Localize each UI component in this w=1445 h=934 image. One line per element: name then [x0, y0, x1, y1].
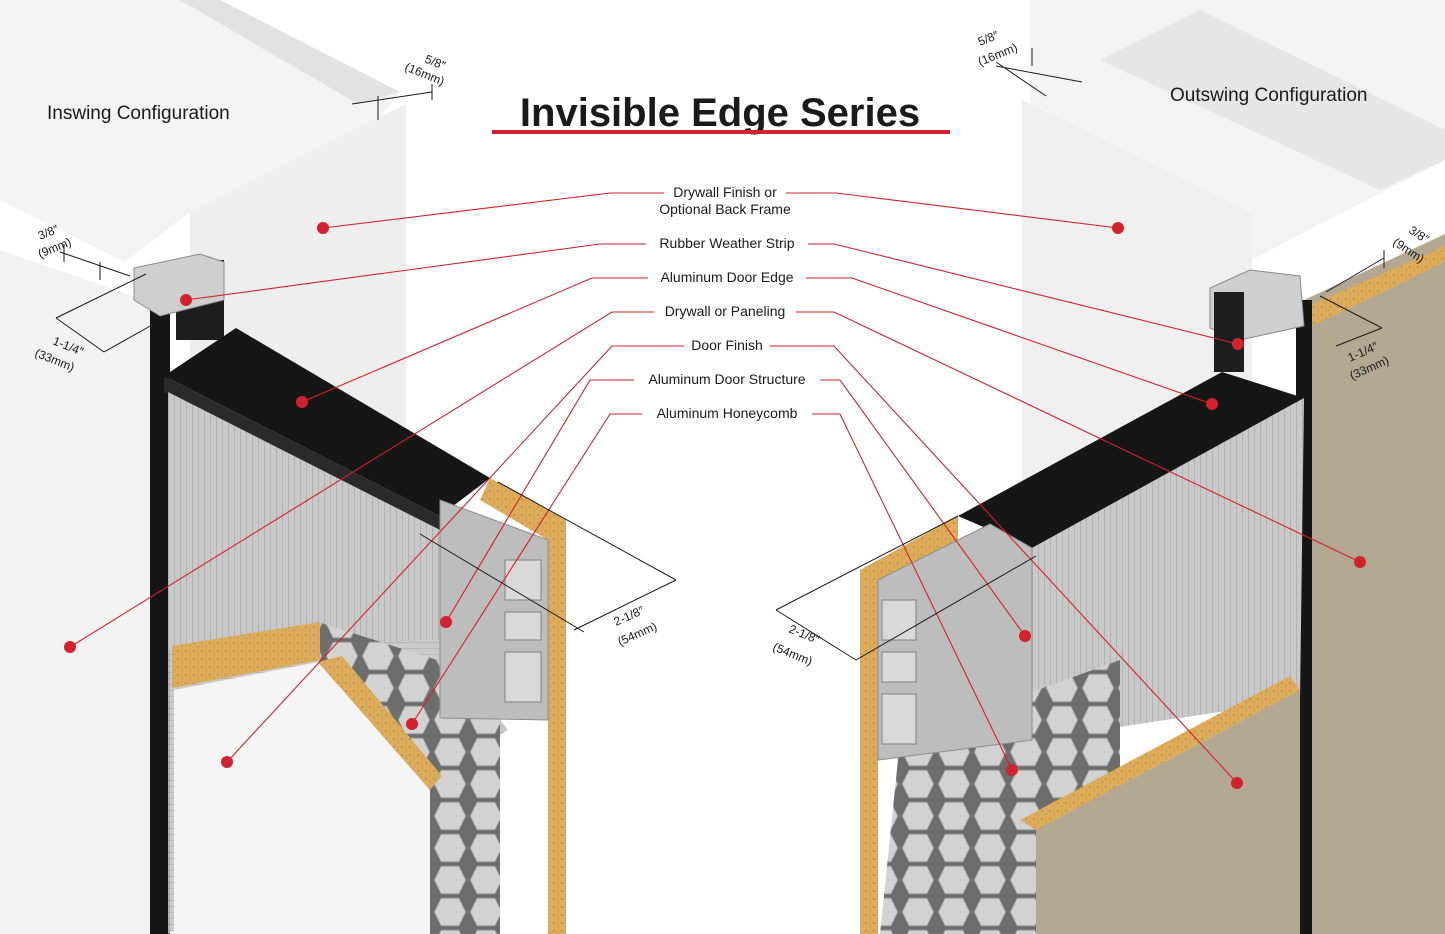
- outswing-ceiling-top: [1100, 10, 1445, 190]
- callout-label-honeycomb: Aluminum Honeycomb: [657, 405, 798, 421]
- dot-weather-right: [1232, 338, 1244, 350]
- dot-honeycomb-right: [1006, 764, 1018, 776]
- leader-honeycomb-right: [812, 413, 1013, 771]
- outswing-panel-edge: [1290, 246, 1445, 330]
- dot-edge-left: [296, 396, 308, 408]
- dot-paneling-right: [1354, 556, 1366, 568]
- inswing-ceiling-top: [180, 0, 400, 104]
- dot-finish-right: [1231, 777, 1243, 789]
- callout-label-door-structure: Aluminum Door Structure: [648, 371, 805, 387]
- dot-finish-left: [221, 756, 233, 768]
- leader-honeycomb-left: [411, 413, 642, 725]
- outswing-wood-core: [860, 516, 958, 934]
- dot-structure-right: [1019, 630, 1031, 642]
- inswing-structure-slots: [504, 559, 542, 703]
- callout-label-weather-strip: Rubber Weather Strip: [659, 235, 794, 251]
- outswing-label: Outswing Configuration: [1170, 85, 1368, 106]
- leader-door-edge-left: [301, 277, 648, 403]
- leader-door-edge-right: [806, 277, 1213, 405]
- callout-label-door-edge: Aluminum Door Edge: [660, 269, 793, 285]
- outswing-door-structure-face: [1032, 398, 1304, 740]
- inswing-side-wall: [0, 250, 162, 934]
- inswing-door-structure-face: [168, 392, 440, 650]
- inswing-frame-extrusion: [133, 253, 225, 317]
- callout-label-back-frame: Optional Back Frame: [659, 201, 791, 217]
- leader-lines: [69, 192, 1361, 784]
- leader-door-finish-right: [770, 345, 1238, 784]
- title-underline: [492, 130, 950, 134]
- outswing-structure-slots: [881, 599, 917, 745]
- dim-5-8-right-frac: 5/8″: [976, 28, 1001, 49]
- leader-weather-strip-left: [185, 243, 646, 301]
- page-title: Invisible Edge Series: [520, 91, 920, 135]
- inswing-wood-core: [480, 478, 566, 934]
- callout-label-drywall-finish: Drywall Finish or: [673, 184, 777, 200]
- callout-label-paneling: Drywall or Paneling: [665, 303, 786, 319]
- outswing-door-finish: [1036, 690, 1300, 934]
- callout-dots: [64, 222, 1366, 789]
- dimension-lines: [55, 48, 1385, 661]
- dot-paneling-left: [64, 641, 76, 653]
- leader-structure-left: [445, 379, 634, 623]
- leader-paneling-left: [69, 311, 654, 648]
- leader-weather-strip-right: [808, 243, 1239, 345]
- leader-paneling-right: [796, 311, 1361, 563]
- dim-2-1-8-right-mm: (54mm): [771, 640, 815, 668]
- dot-drywall-left: [317, 222, 329, 234]
- leader-structure-right: [820, 379, 1026, 637]
- outswing-assembly: [860, 0, 1445, 934]
- inswing-label: Inswing Configuration: [47, 103, 230, 124]
- leader-door-finish-left: [226, 345, 684, 763]
- inswing-finish-wood-band: [318, 656, 442, 790]
- outswing-frame-profile: [1214, 292, 1244, 372]
- leader-drywall-finish-left: [322, 192, 664, 229]
- dot-structure-left: [440, 616, 452, 628]
- dot-honeycomb-left: [406, 718, 418, 730]
- inswing-door-edge: [164, 328, 490, 516]
- outswing-finish-wood-band: [1020, 676, 1300, 830]
- callout-label-door-finish: Door Finish: [691, 337, 763, 353]
- leader-drywall-finish-right: [786, 192, 1119, 229]
- outswing-side-panel: [1304, 234, 1445, 934]
- callout-labels: Drywall Finish or Optional Back Frame Ru…: [648, 184, 805, 421]
- dim-2-1-8-right-frac: 2-1/8″: [787, 622, 822, 647]
- inswing-assembly: [0, 0, 566, 934]
- inswing-door-edge-front: [164, 376, 440, 530]
- dot-drywall-right: [1112, 222, 1124, 234]
- dot-weather-left: [180, 294, 192, 306]
- inswing-door-finish: [174, 662, 430, 934]
- outswing-back-wall: [1022, 100, 1252, 480]
- outswing-door-edge: [958, 372, 1304, 548]
- inswing-frame-post: [150, 300, 170, 934]
- dot-edge-right: [1206, 398, 1218, 410]
- inswing-wood-edge: [172, 622, 320, 688]
